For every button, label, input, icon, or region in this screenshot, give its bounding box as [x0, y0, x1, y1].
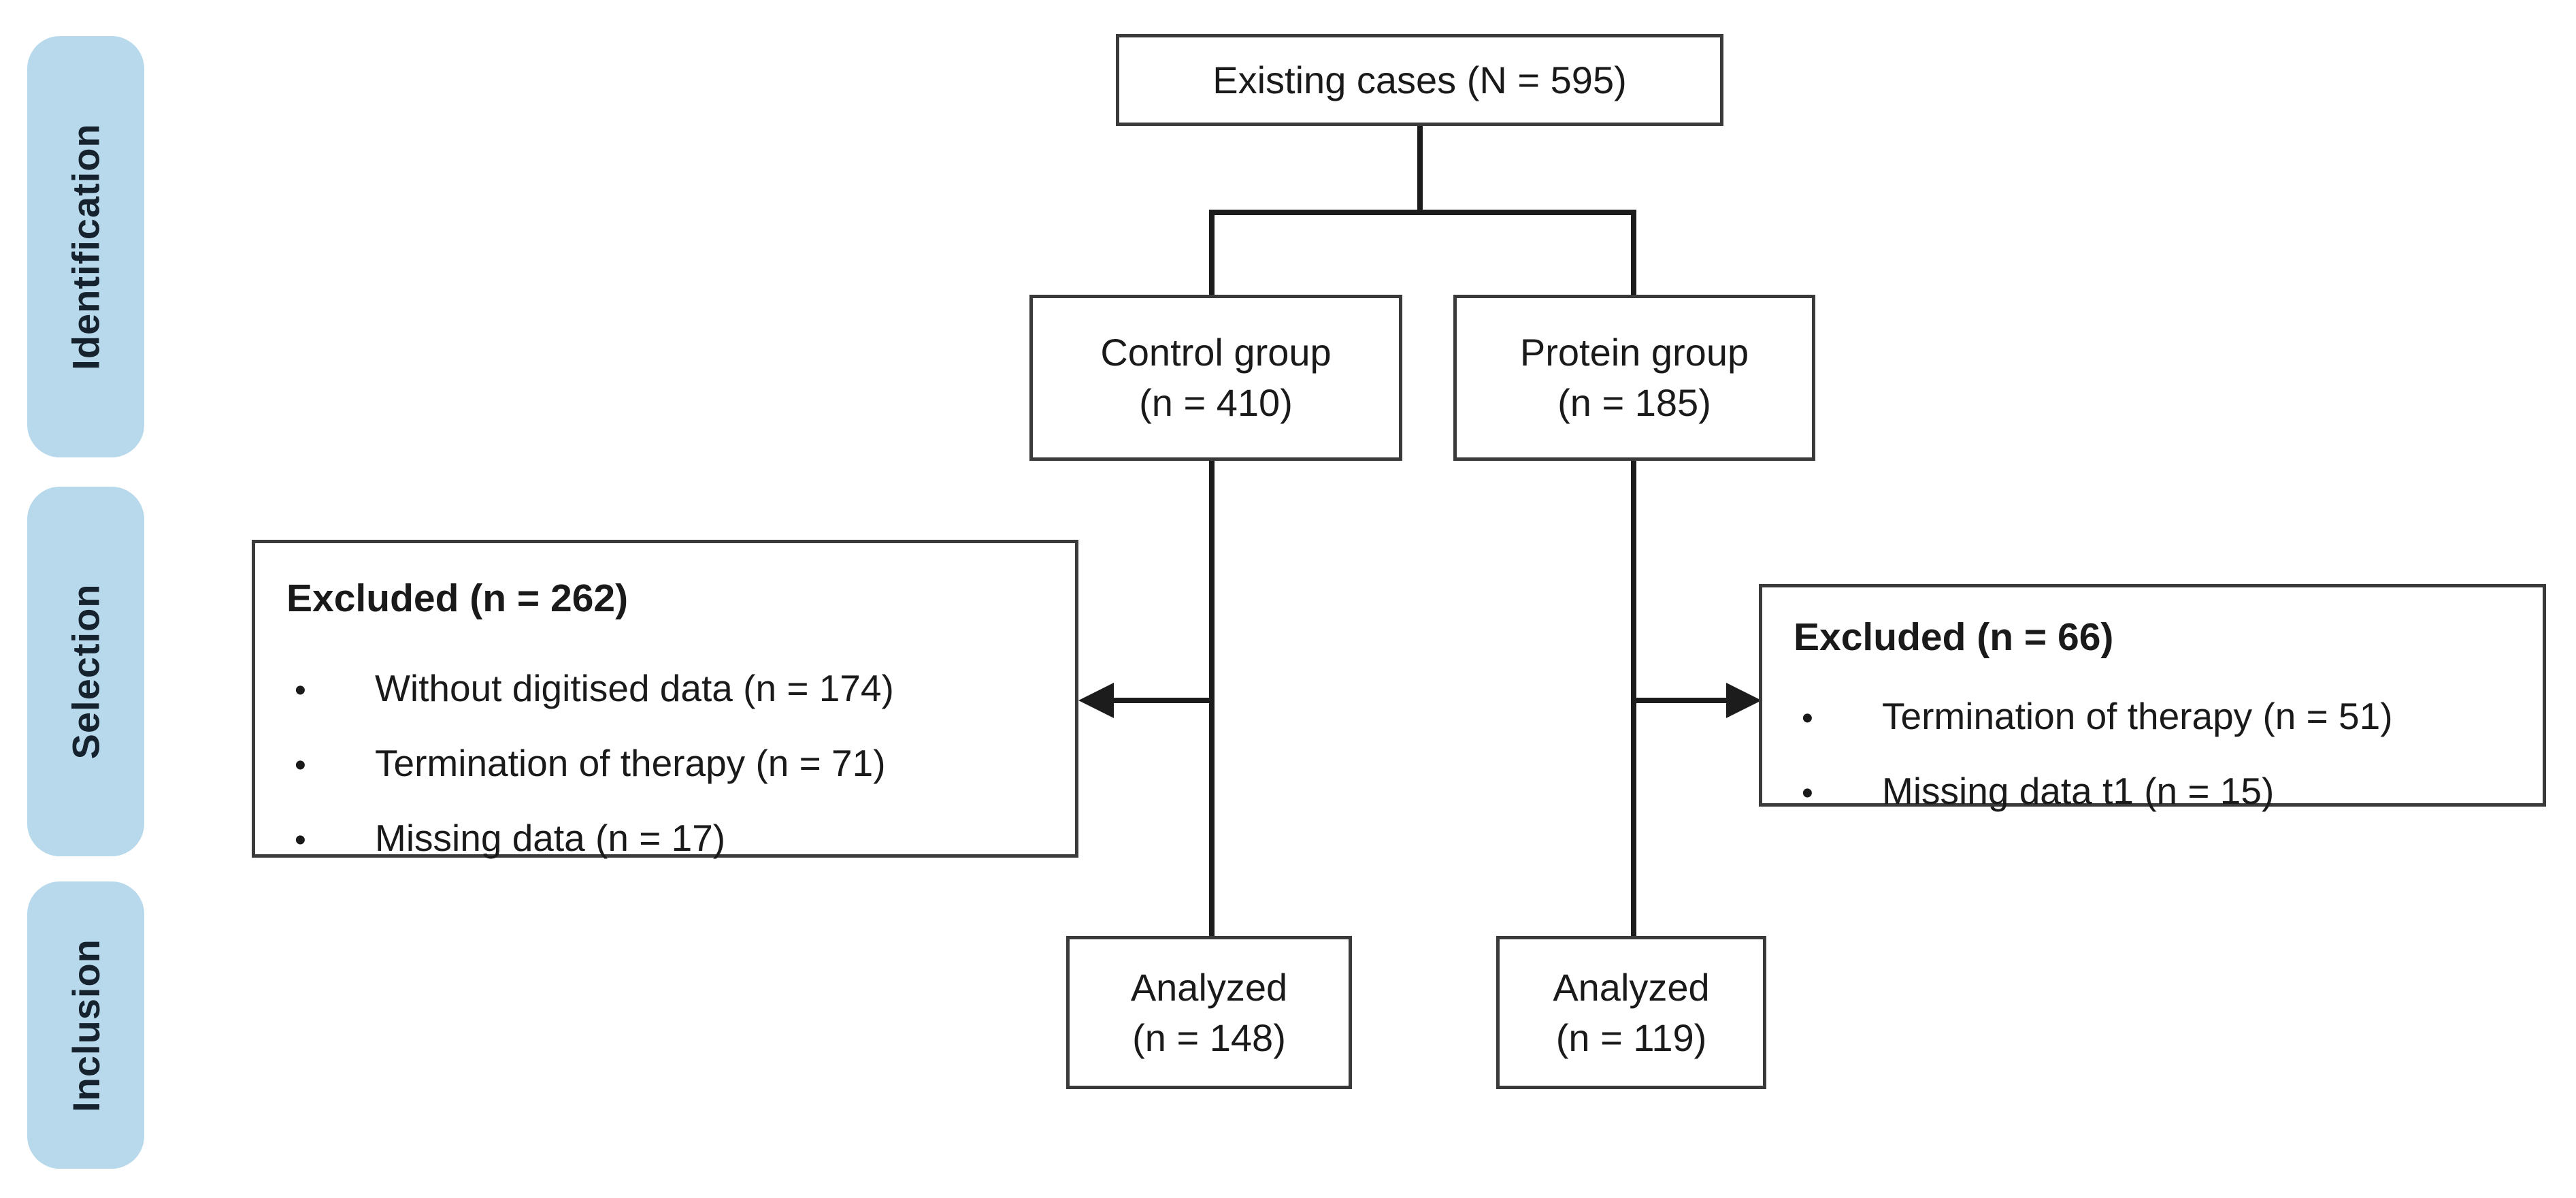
connector-trunk-vertical — [1417, 126, 1423, 212]
node-analyzed-protein-count: (n = 119) — [1555, 1016, 1707, 1059]
node-existing-cases-label: Existing cases (N = 595) — [1212, 58, 1627, 101]
excluded-reason: Without digitised data (n = 174) — [375, 667, 894, 709]
stage-pill-identification: Identification — [27, 36, 144, 457]
node-control-group: Control group (n = 410) — [1029, 295, 1402, 461]
list-item: • Missing data t1 (n = 15) — [1794, 755, 2393, 830]
node-control-group-count: (n = 410) — [1139, 381, 1293, 424]
list-item: • Without digitised data (n = 174) — [286, 652, 894, 727]
stage-pill-inclusion: Inclusion — [27, 881, 144, 1169]
bullet-icon: • — [1802, 775, 1813, 811]
node-excluded-control-title: Excluded (n = 262) — [286, 577, 629, 620]
stage-label-identification: Identification — [64, 123, 108, 370]
node-control-group-name: Control group — [1100, 331, 1332, 374]
bullet-icon: • — [1802, 700, 1813, 736]
stage-label-inclusion: Inclusion — [64, 938, 108, 1112]
excluded-reason: Termination of therapy (n = 51) — [1882, 695, 2393, 737]
node-excluded-protein-title: Excluded (n = 66) — [1794, 615, 2114, 659]
excluded-reason: Missing data t1 (n = 15) — [1882, 770, 2275, 812]
node-analyzed-protein: Analyzed (n = 119) — [1496, 936, 1766, 1089]
node-excluded-control: Excluded (n = 262) • Without digitised d… — [252, 540, 1078, 859]
arrow-excluded-control-line — [1104, 698, 1212, 703]
list-item: • Termination of therapy (n = 51) — [1794, 680, 2393, 755]
node-analyzed-control: Analyzed (n = 148) — [1066, 936, 1352, 1089]
node-analyzed-protein-label: Analyzed — [1553, 965, 1710, 1009]
stage-label-selection: Selection — [64, 583, 108, 760]
bullet-icon: • — [295, 747, 306, 783]
node-existing-cases: Existing cases (N = 595) — [1116, 34, 1723, 126]
arrow-excluded-protein-line — [1634, 698, 1731, 703]
connector-branch-right-vertical — [1631, 210, 1636, 296]
list-item: • Termination of therapy (n = 71) — [286, 727, 894, 802]
node-protein-group-name: Protein group — [1519, 331, 1749, 374]
bullet-icon: • — [295, 673, 306, 709]
connector-branch-left-vertical — [1209, 210, 1215, 296]
node-protein-group-count: (n = 185) — [1557, 381, 1711, 424]
node-excluded-control-list: • Without digitised data (n = 174) • Ter… — [286, 652, 894, 877]
node-excluded-protein: Excluded (n = 66) • Termination of thera… — [1759, 584, 2546, 812]
arrow-excluded-control-head — [1078, 683, 1114, 718]
connector-protein-vertical — [1631, 459, 1636, 937]
node-analyzed-control-label: Analyzed — [1130, 965, 1288, 1009]
node-protein-group: Protein group (n = 185) — [1453, 295, 1815, 461]
node-analyzed-control-count: (n = 148) — [1132, 1016, 1286, 1059]
bullet-icon: • — [295, 822, 306, 858]
list-item: • Missing data (n = 17) — [286, 802, 894, 877]
arrow-excluded-protein-head — [1726, 683, 1762, 718]
node-excluded-protein-list: • Termination of therapy (n = 51) • Miss… — [1794, 680, 2393, 830]
stage-pill-selection: Selection — [27, 487, 144, 856]
excluded-reason: Termination of therapy (n = 71) — [375, 742, 886, 784]
excluded-reason: Missing data (n = 17) — [375, 817, 726, 859]
connector-branch-horizontal — [1209, 210, 1636, 215]
